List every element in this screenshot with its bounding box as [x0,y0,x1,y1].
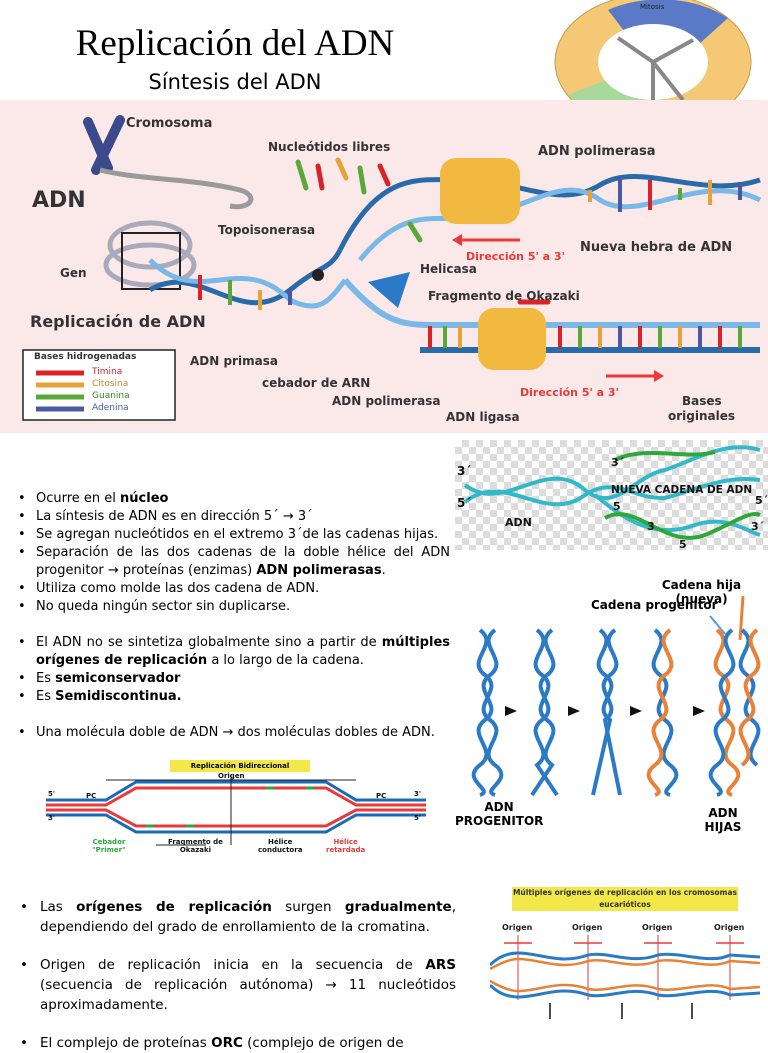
origen-label: Origen [218,772,245,780]
helix-diagram: 3´ 5´ ADN 3´ NUEVA CADENA DE ADN 5 3 5 3… [455,440,768,551]
helix-3c: 3 [647,520,655,533]
bullet-direccion: La síntesis de ADN es en dirección 5´ → … [18,508,450,526]
cadena-hija-label: Cadena hija (nueva) [661,578,742,606]
cebador-caption: Cebador"Primer" [92,838,126,854]
legend-title: Bases hidrogenadas [34,352,137,362]
bullet-nucleo: Ocurre en el núcleo [18,490,450,508]
origins-origen-4: Origen [714,923,745,932]
bullet-sin-duplicarse: No queda ningún sector sin duplicarse. [18,598,450,616]
legend-citosina: Citosina [92,379,129,389]
direccion-bottom-label: Dirección 5' a 3' [520,386,619,399]
okazaki-label: Fragmento de Okazaki [428,289,580,303]
origins-origen-1: Origen [502,923,533,932]
helix-diagram-art [463,445,761,540]
replicacion-label: Replicación de ADN [30,312,206,331]
bullet-origenes-gradual: Las orígenes de replicación surgen gradu… [20,897,456,937]
topoisomerasa-label: Topoisonerasa [218,223,316,237]
bullet-semidiscontinua: Es Semidiscontinua. [18,688,450,706]
p5-br-label: 5' [414,814,422,822]
origins-diagram: Múltiples orígenes de replicación en los… [490,885,760,1024]
p3-tr-label: 3' [414,790,422,798]
mitosis-label: Mitosis [640,3,665,11]
bullet-nucleotidos: Se agregan nucleótidos en el extremo 3´d… [18,526,450,544]
helix-3-left: 3´ [457,464,472,478]
adn-polimerasa-bottom-label: ADN polimerasa [332,394,441,408]
bidirectional-diagram: Replicación Bidireccional Origen PC PC 5… [36,760,436,865]
cromosoma-label: Cromosoma [126,116,213,131]
semiconservative-art [471,595,761,797]
adn-label: ADN [32,188,86,213]
helix-adn-label: ADN [505,516,532,529]
helix-nueva-label: NUEVA CADENA DE ADN [611,484,753,496]
legend-timina: Timina [92,367,123,377]
replication-diagram: Cromosoma ADN Gen Nucleótidos libres ADN… [0,100,768,433]
helix-3-right: 3´ [751,520,765,533]
cebador-label: cebador de ARN [262,376,371,390]
nueva-hebra-label: Nueva hebra de ADN [580,240,733,255]
helicase-icon [368,272,410,308]
bullet-molecula: Una molécula doble de ADN → dos molécula… [18,724,450,742]
origins-origen-2: Origen [572,923,603,932]
bullet-molde: Utiliza como molde las dos cadena de ADN… [18,580,450,598]
origins-art [490,935,760,1019]
cell-cycle-diagram: Mitosis [554,0,752,131]
page-subtitle: Síntesis del ADN [148,70,322,94]
gen-label: Gen [60,266,87,280]
helix-5c: 5 [679,538,687,551]
bullet-separacion: Separación de las dos cadenas de la dobl… [18,544,450,580]
bullet-origenes: El ADN no se sintetiza globalmente sino … [18,634,450,670]
helix-5a: 5 [613,500,621,513]
bullet-semiconservador: Es semiconservador [18,670,450,688]
helix-5-right: 5´ [755,494,768,507]
chromosome-icon [83,115,125,175]
p5-tl-label: 5' [48,790,56,798]
pc-left-label: PC [86,792,97,800]
legend-guanina: Guanina [92,391,130,401]
origins-title: Múltiples orígenes de replicación en los… [512,887,738,911]
adn-primasa-label: ADN primasa [190,354,278,368]
bullet-orc: El complejo de proteínas ORC (complejo d… [20,1033,456,1053]
legend-swatches [36,370,84,412]
adn-ligasa-label: ADN ligasa [446,410,520,424]
pc-right-label: PC [376,792,387,800]
bidirectional-title: Replicación Bidireccional [170,760,310,772]
direccion-top-label: Dirección 5' a 3' [466,250,565,263]
adn-polimerasa-top-label: ADN polimerasa [538,144,656,159]
bidirectional-art [46,774,426,846]
bases-label: Bases [682,394,722,408]
replication-diagram-art [22,115,762,421]
nucleotidos-label: Nucleótidos libres [268,140,391,154]
origins-origen-3: Origen [642,923,673,932]
originales-label: originales [668,409,736,423]
page-title: Replicación del ADN [75,23,395,64]
helix-5-left: 5´ [457,496,472,510]
cadena-progenitor-label: Cadena progenitor [591,598,718,612]
legend-adenina: Adenina [92,403,129,413]
p3-bl-label: 3' [48,814,56,822]
bullets-list-2: Las orígenes de replicación surgen gradu… [20,897,456,1053]
helix-3a: 3´ [611,456,625,469]
semiconservative-diagram: Cadena hija (nueva) Cadena progenitor AD… [455,570,768,850]
helicasa-label: Helicasa [420,262,477,276]
bullet-ars: Origen de replicación inicia en la secue… [20,955,456,1015]
bullets-list-1: Ocurre en el núcleo La síntesis de ADN e… [18,490,450,742]
